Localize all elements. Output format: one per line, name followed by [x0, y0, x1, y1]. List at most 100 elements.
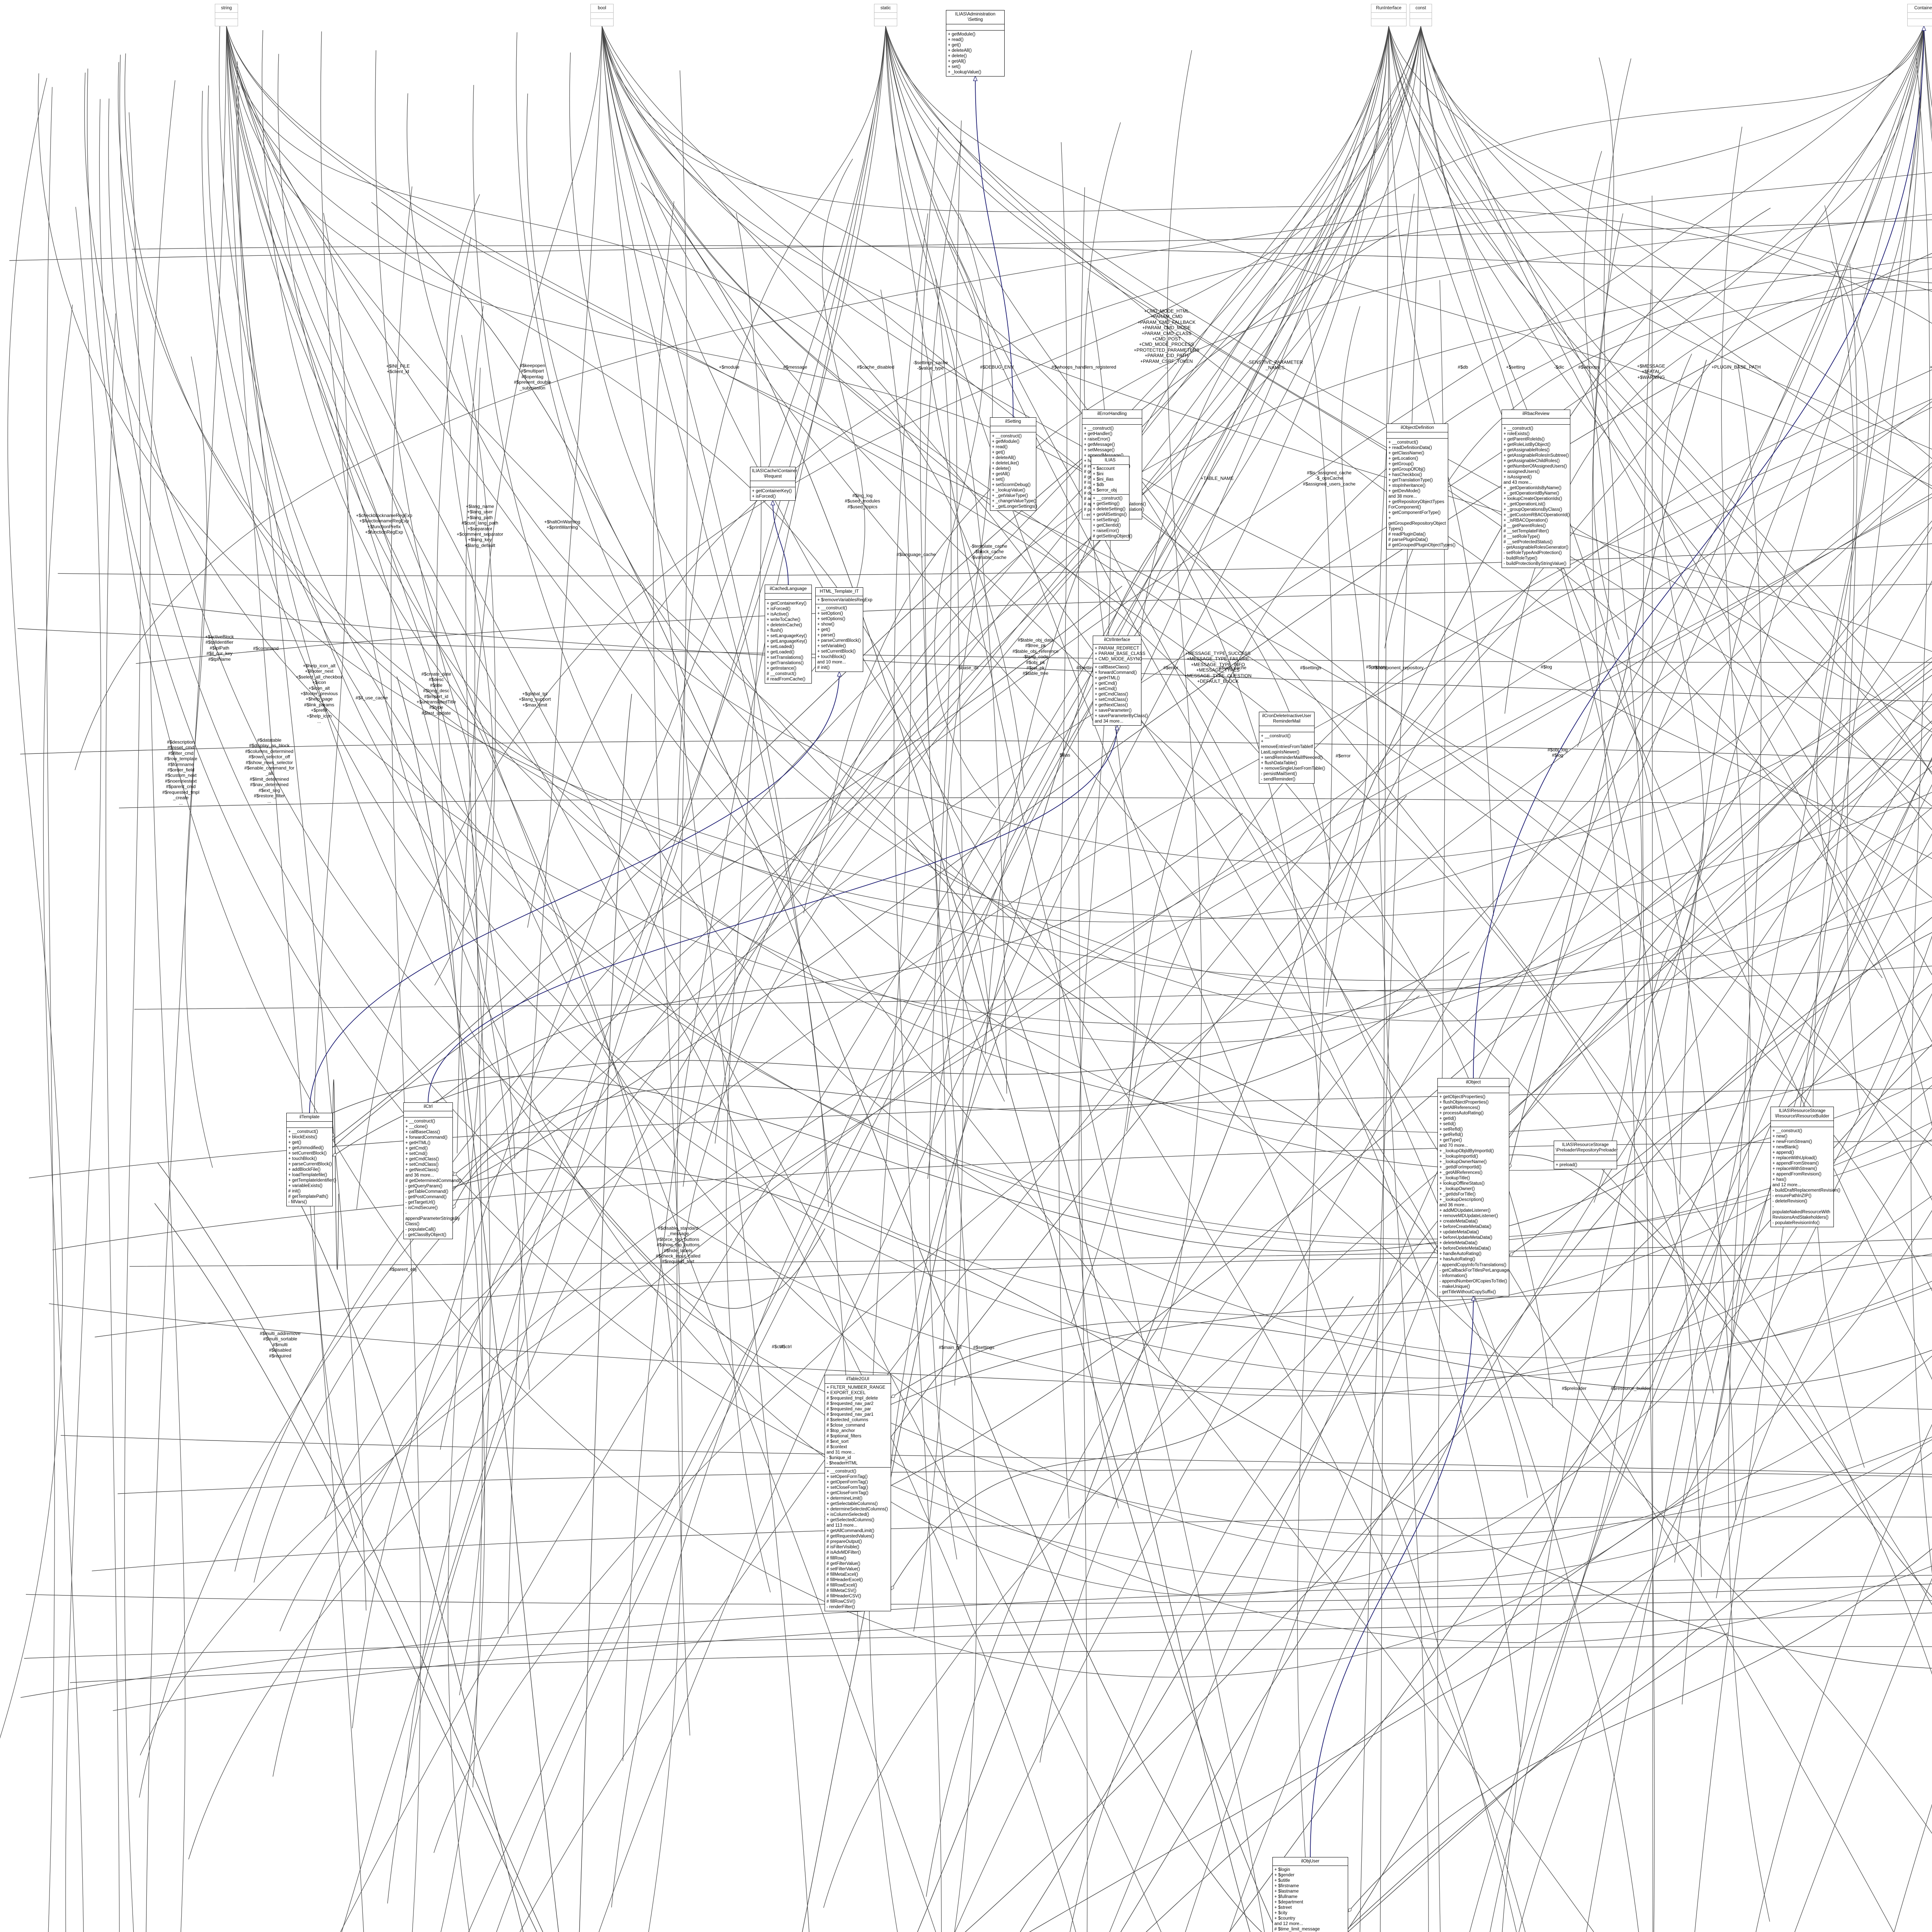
uml-operation: + replaceWithUpload()	[1772, 1156, 1817, 1161]
uml-attribute: + $login	[1274, 1867, 1290, 1872]
uml-class-ILIASAdministrationSetting[interactable]: ILIAS\Administration \Setting+ getModule…	[946, 10, 1005, 77]
uml-operation: + getAllCommandLimit()	[827, 1529, 874, 1534]
uml-operation: + getTranslations()	[767, 661, 804, 666]
uml-class-ilObjectDefinition[interactable]: ilObjectDefinition+ __construct()+ readD…	[1386, 423, 1456, 550]
uml-attribute: + $firstname	[1274, 1884, 1299, 1889]
uml-operation: + _getCustomRBACOperationId()	[1503, 513, 1570, 518]
uml-class-ILIASCacheContainerRequest[interactable]: ILIAS\Cache\Container \Request+ getConta…	[750, 467, 798, 501]
uml-operation: - persistMailSent()	[1261, 772, 1297, 777]
uml-operation: + isForced()	[767, 607, 791, 612]
uml-operation: + _lookupTitle()	[1439, 1176, 1470, 1181]
uml-attribute: + $street	[1274, 1905, 1292, 1910]
edge-label: #$message	[783, 364, 808, 370]
uml-class-HTML_Template_IT[interactable]: HTML_Template_IT+ $removeVariablesRegExp…	[815, 587, 872, 672]
uml-class-ilObject[interactable]: ilObject+ getObjectProperties()+ flushOb…	[1437, 1078, 1509, 1296]
uml-operation: + setCurrentBlock()	[817, 649, 856, 654]
uml-attribute-compartment	[990, 426, 1036, 433]
uml-operation: + getCmd()	[1095, 681, 1117, 686]
uml-operation: # fillRow()	[827, 1556, 847, 1561]
uml-operation: + _lookupImportId()	[1439, 1154, 1478, 1159]
edge-label: -$base_dir	[957, 665, 979, 670]
uml-class-t-container[interactable]: Container	[1907, 4, 1932, 26]
uml-operation: + getGroup()	[1388, 462, 1414, 467]
uml-operation: + readDefinitionData()	[1388, 446, 1432, 451]
uml-operation: - buildDraftReplacementRevision()	[1772, 1188, 1840, 1193]
uml-operation: + blockExists()	[288, 1135, 318, 1140]
uml-operation: - renderFilter()	[827, 1604, 855, 1609]
uml-operation: + addMDUpdateListener()	[1439, 1208, 1491, 1213]
uml-attribute: + $gender	[1274, 1873, 1295, 1878]
uml-class-ilCtrl[interactable]: ilCtrl+ __construct()+ __clone()+ callBa…	[403, 1102, 462, 1240]
edge-label: #$is_assigned_cache -$_opsCache #$assign…	[1303, 470, 1356, 487]
edge-label: #$description #$reset_cmd #$filter_cmd #…	[162, 739, 200, 806]
uml-class-t-string[interactable]: string	[215, 4, 238, 26]
uml-class-t-runinterface[interactable]: RunInterface	[1371, 4, 1406, 26]
uml-operation: # isAdvMDFilter()	[827, 1550, 861, 1555]
uml-attribute: + FILTER_NUMBER_RANGE	[827, 1385, 886, 1390]
uml-attribute-compartment	[1259, 726, 1314, 733]
uml-operation: + setOpenFormTag()	[827, 1475, 868, 1480]
edge-label: #$obj_log #$log	[1547, 747, 1568, 758]
uml-class-t-const[interactable]: const	[1410, 4, 1432, 26]
uml-attribute: and 31 more...	[827, 1450, 855, 1455]
uml-operation: # isFilterVisible()	[827, 1545, 859, 1550]
uml-class-ilRbacReview[interactable]: ilRbacReview+ __construct()+ roleExists(…	[1502, 410, 1570, 568]
uml-operation: + getObjectProperties()	[1439, 1095, 1486, 1100]
uml-operation: # init()	[817, 665, 830, 670]
uml-class-title: ilObject	[1438, 1078, 1509, 1087]
uml-class-ilObjUser[interactable]: ilObjUser+ $login+ $gender+ $utitle+ $fi…	[1272, 1857, 1348, 1932]
uml-attribute-compartment	[404, 1111, 452, 1118]
uml-operation: + addBlockFile()	[288, 1167, 321, 1172]
uml-operation: + getModule()	[992, 439, 1020, 444]
uml-attribute: + $account	[1093, 466, 1115, 471]
uml-operation: + preload()	[1556, 1163, 1577, 1168]
uml-attribute-compartment	[1387, 432, 1448, 439]
uml-operation: + handleAutoRating()	[1439, 1252, 1482, 1257]
uml-operation: + deleteMetaData()	[1439, 1241, 1478, 1246]
uml-operation: and 36 more...	[1439, 1203, 1468, 1208]
uml-operation: + removeEntriesFromTableIf LastLoginIsNe…	[1261, 739, 1313, 755]
uml-class-ilSetting[interactable]: ilSetting+ __construct()+ getModule()+ r…	[990, 417, 1037, 511]
uml-attribute-compartment	[1438, 1087, 1509, 1094]
uml-operation: # __setProtectedStatus()	[1503, 540, 1553, 545]
uml-attribute: # $selected_columns	[827, 1418, 869, 1423]
uml-operation: # getRequestedValues()	[827, 1534, 874, 1539]
uml-operation: # readPluginData()	[1388, 532, 1426, 537]
uml-class-ilCronDeleteInactiveUserReminderMail[interactable]: ilCronDeleteInactiveUser ReminderMail+ _…	[1259, 712, 1325, 784]
uml-operation: + saveParameter()	[1095, 708, 1132, 713]
uml-class-ilTable2GUI[interactable]: ilTable2GUI+ FILTER_NUMBER_RANGE+ EXPORT…	[825, 1375, 891, 1611]
uml-operation: # init()	[288, 1189, 301, 1194]
uml-operation: + __construct()	[817, 606, 847, 611]
uml-class-t-bool[interactable]: bool	[590, 4, 614, 26]
uml-operation: + __construct()	[1261, 734, 1291, 739]
uml-class-ilCachedLanguage[interactable]: ilCachedLanguage+ getContainerKey()+ isF…	[765, 585, 812, 684]
uml-class-ilCtrlInterface[interactable]: ilCtrlInterface+ PARAM_REDIRECT+ PARAM_B…	[1093, 636, 1148, 726]
edge-label: #$cache_disabled	[857, 364, 895, 370]
uml-operation: + deleteAll()	[948, 48, 972, 53]
uml-operation: - ensurePathInZIP()	[1772, 1194, 1811, 1199]
uml-operation: + __construct()	[405, 1119, 435, 1124]
uml-class-RepositoryPreloader[interactable]: ILIAS\ResourceStorage \Preloader\Reposit…	[1554, 1141, 1618, 1170]
uml-operation: # getGroupedPluginObjectTypes()	[1388, 543, 1456, 548]
uml-operation: - makeUnique()	[1439, 1284, 1470, 1289]
uml-operation: + _getLongerSettings()	[992, 504, 1037, 509]
uml-class-ilTemplate[interactable]: ilTemplate+ __construct()+ blockExists()…	[286, 1113, 336, 1207]
uml-operation: + getDevMode()	[1388, 489, 1420, 494]
edge-label: +$help_icon_alt +$footer_next +$select_a…	[296, 663, 343, 724]
uml-operation: + get()	[992, 450, 1005, 455]
edge-label: #$parent_obj	[389, 1266, 417, 1272]
uml-class-ILIAS[interactable]: ILIAS+ $account+ $ini+ $ini_ilias+ $db+ …	[1091, 456, 1132, 541]
uml-operation: + getCloseFormTag()	[827, 1491, 869, 1496]
uml-attribute: + $country	[1274, 1916, 1296, 1921]
uml-operation: + setScormDebug()	[992, 483, 1031, 488]
uml-operation: + beforeCreateMetaData()	[1439, 1225, 1492, 1230]
uml-class-ResourceBuilder[interactable]: ILIAS\ResourceStorage \Resource\Resource…	[1770, 1107, 1840, 1228]
uml-operation: # fillHeaderCSV()	[827, 1594, 861, 1599]
uml-class-t-static[interactable]: static	[874, 4, 897, 26]
uml-operation: + _lookupOwner()	[1439, 1187, 1475, 1192]
uml-operation: + raiseError()	[1084, 437, 1111, 442]
uml-operation: + hasAutoRating()	[1439, 1257, 1476, 1262]
uml-attribute-compartment	[765, 594, 811, 600]
uml-operation: + saveParameterByClass()	[1095, 714, 1148, 719]
